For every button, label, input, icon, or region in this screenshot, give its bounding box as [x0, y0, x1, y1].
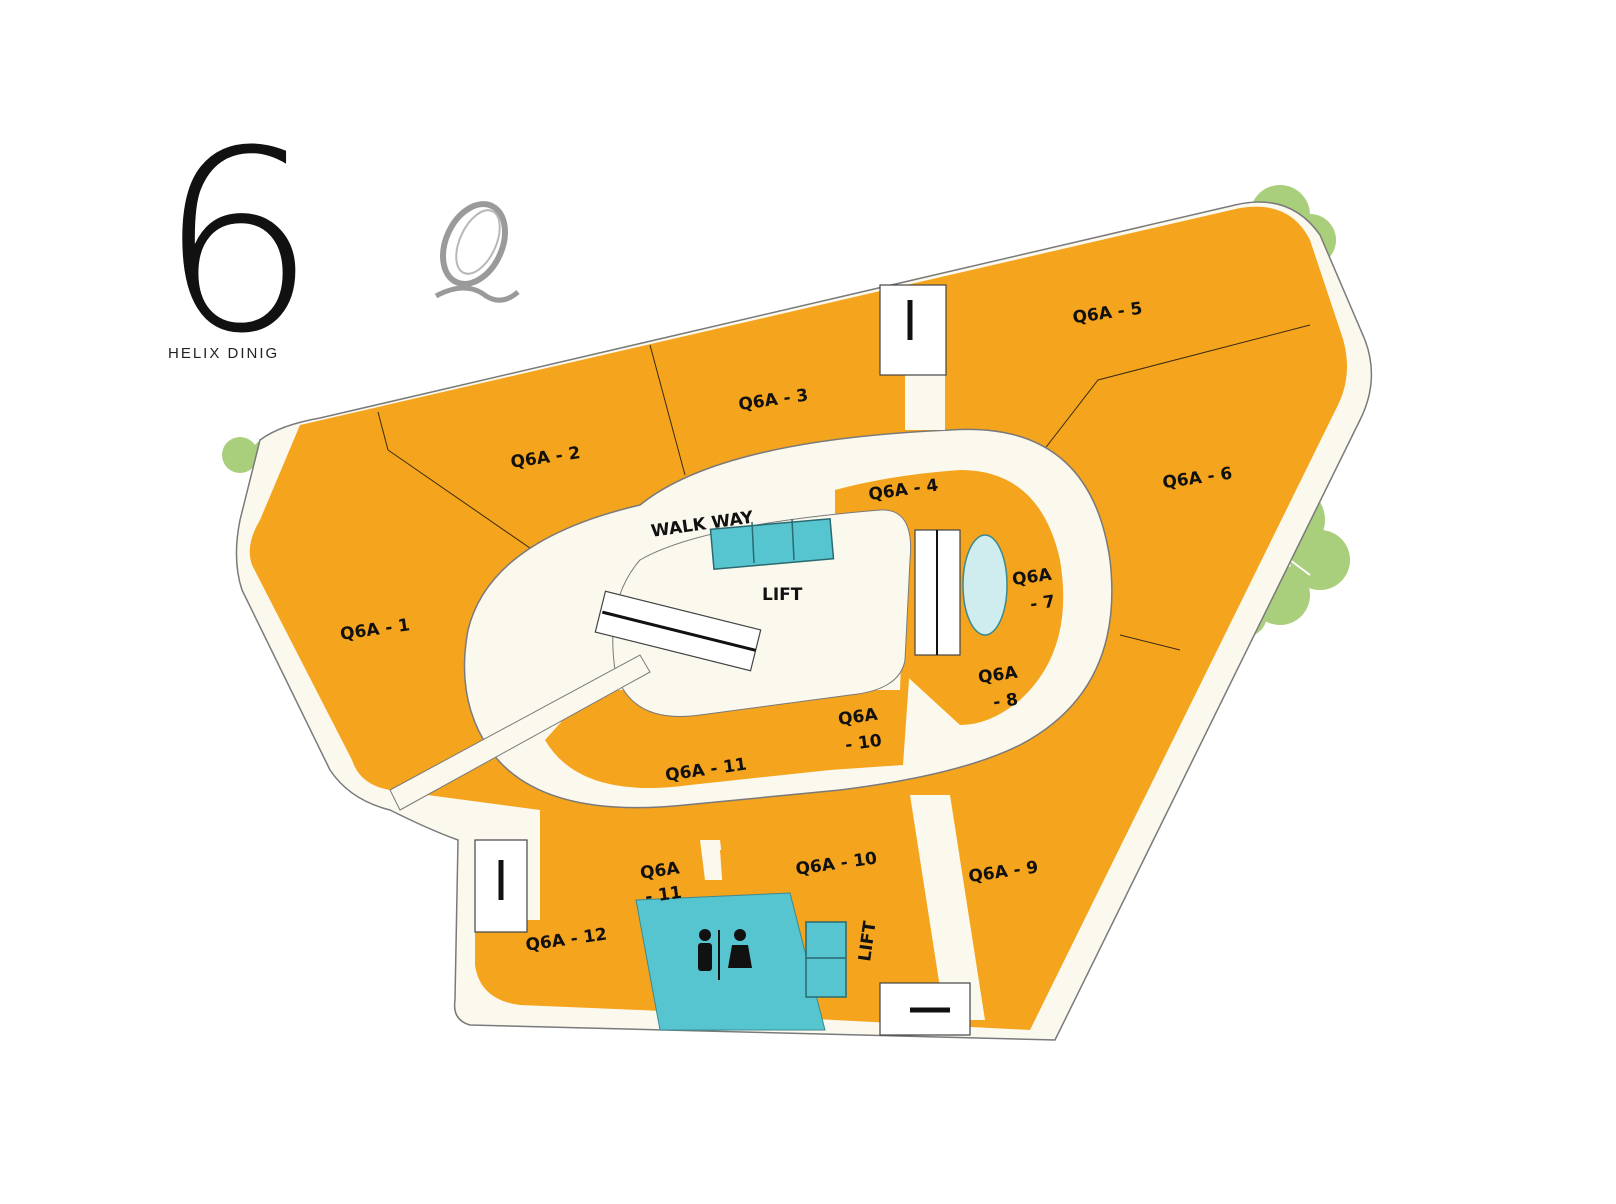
- stairs-icon: [879, 284, 947, 376]
- stairs-west: [474, 839, 528, 933]
- restroom-icon: [698, 929, 752, 980]
- floor-subtitle: HELIX DINIG: [168, 345, 280, 362]
- escalator-vertical: [914, 529, 961, 656]
- atrium: [612, 509, 912, 717]
- lift-main: [709, 518, 835, 570]
- escalator-icon: [594, 590, 762, 672]
- unit-q6a-7-line2[interactable]: - 7: [1029, 592, 1056, 615]
- stairs-south: [879, 982, 971, 1036]
- lift-secondary: [805, 921, 847, 998]
- lower-units-2: [620, 852, 705, 893]
- lift-main-label: LIFT: [762, 585, 803, 605]
- walk-spoke-south: [910, 795, 985, 1020]
- walk-connector: [389, 654, 651, 811]
- unit-q6a-8-line2[interactable]: - 8: [992, 690, 1019, 713]
- walk-spoke-south2: [700, 840, 725, 880]
- walk-spoke-north: [905, 360, 945, 430]
- water-feature: [962, 534, 1008, 636]
- floor-number: 6: [158, 97, 318, 388]
- q-monogram-logo: [434, 201, 520, 303]
